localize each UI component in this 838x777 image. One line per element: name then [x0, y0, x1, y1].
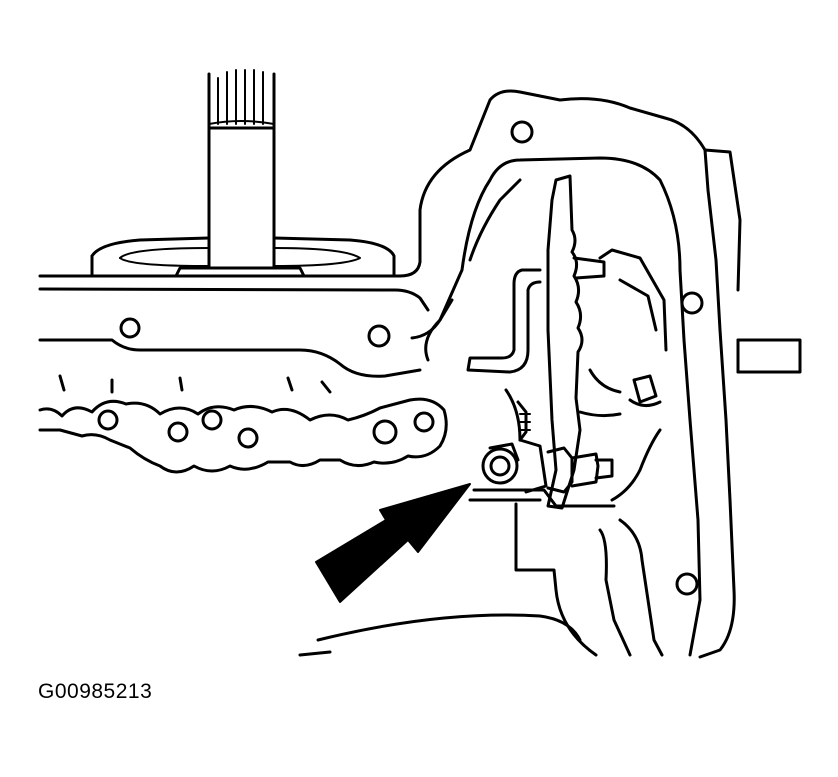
cover-bolt-hole-top: [510, 120, 534, 144]
case-upper-edge: [38, 89, 710, 312]
bolt-hole-8: [413, 411, 435, 433]
housing-cover: [424, 120, 742, 659]
output-shaft-stub: [736, 338, 802, 374]
bolt-hole-6: [237, 427, 259, 449]
figure-id-label: G00985213: [38, 680, 153, 703]
arrow-icon: [315, 483, 471, 603]
lower-contour: [298, 613, 582, 657]
seal-ring: [90, 236, 396, 278]
cover-bolt-hole-bottom: [675, 572, 699, 596]
target-bolt-nut: [481, 400, 614, 494]
small-bolt: [628, 374, 662, 407]
detent-plate: [546, 174, 622, 510]
cover-bolt-hole-right: [680, 291, 704, 315]
bolt-hole-1: [119, 317, 141, 339]
internal-pipe: [466, 268, 542, 442]
lower-bracket: [468, 428, 664, 657]
gasket-flange: [38, 298, 454, 474]
bolt-hole-7: [372, 419, 398, 445]
bolt-hole-5: [201, 409, 223, 431]
bolt-hole-4: [167, 421, 189, 443]
bolt-hole-3: [97, 409, 119, 431]
bolt-hole-2: [367, 324, 391, 348]
input-shaft: [207, 69, 276, 270]
